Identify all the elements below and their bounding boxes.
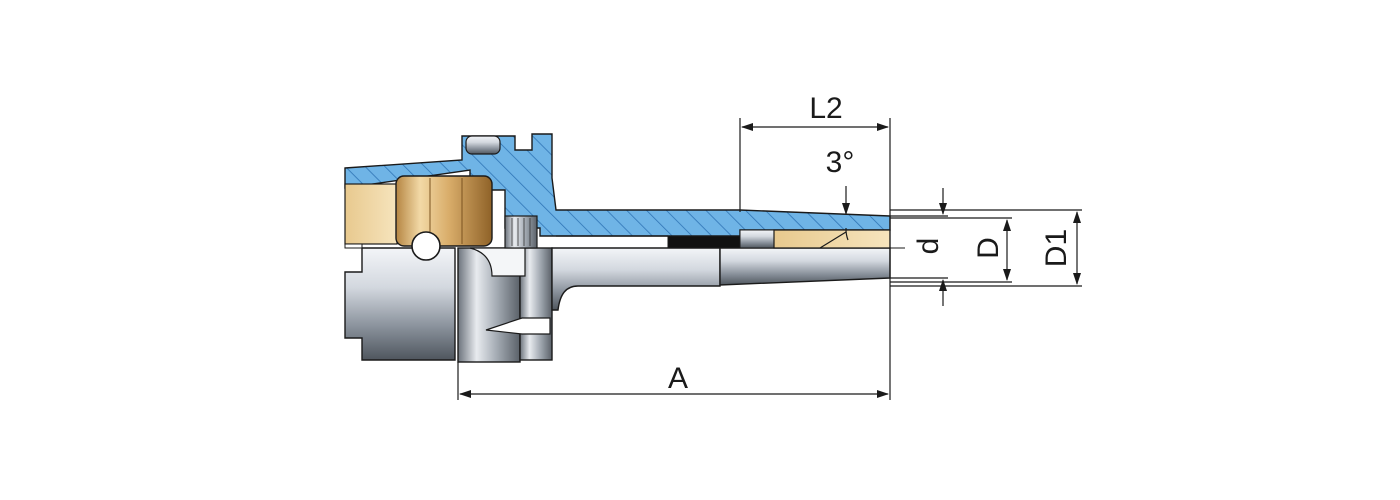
dimensions: [457, 118, 1082, 400]
clamp-ball: [411, 231, 441, 261]
dimension-labels: A L2 3° d D D1: [668, 92, 1073, 395]
label-a: A: [668, 362, 688, 395]
nose-exterior: [719, 247, 891, 286]
angle-arc: [845, 227, 849, 241]
brass-clamp: [395, 175, 493, 247]
label-angle: 3°: [826, 146, 855, 179]
groove-notch: [485, 317, 551, 335]
curved-recess: [469, 247, 526, 277]
label-l2: L2: [809, 92, 842, 125]
section-view: [344, 133, 891, 261]
brass-sleeve: [344, 183, 398, 245]
shaft-exterior: [551, 247, 721, 311]
label-D1: D1: [1040, 229, 1073, 267]
bore-insert-dark: [667, 235, 741, 249]
coolant-screw: [504, 215, 538, 249]
label-D: D: [972, 237, 1005, 259]
label-d: d: [912, 238, 945, 255]
bore-spacer: [739, 229, 775, 249]
taper-bore-sleeve: [773, 229, 891, 249]
exterior-view: [344, 247, 905, 363]
drive-slot: [465, 135, 501, 155]
shank-section: [344, 243, 363, 249]
shank-exterior: [344, 247, 456, 361]
